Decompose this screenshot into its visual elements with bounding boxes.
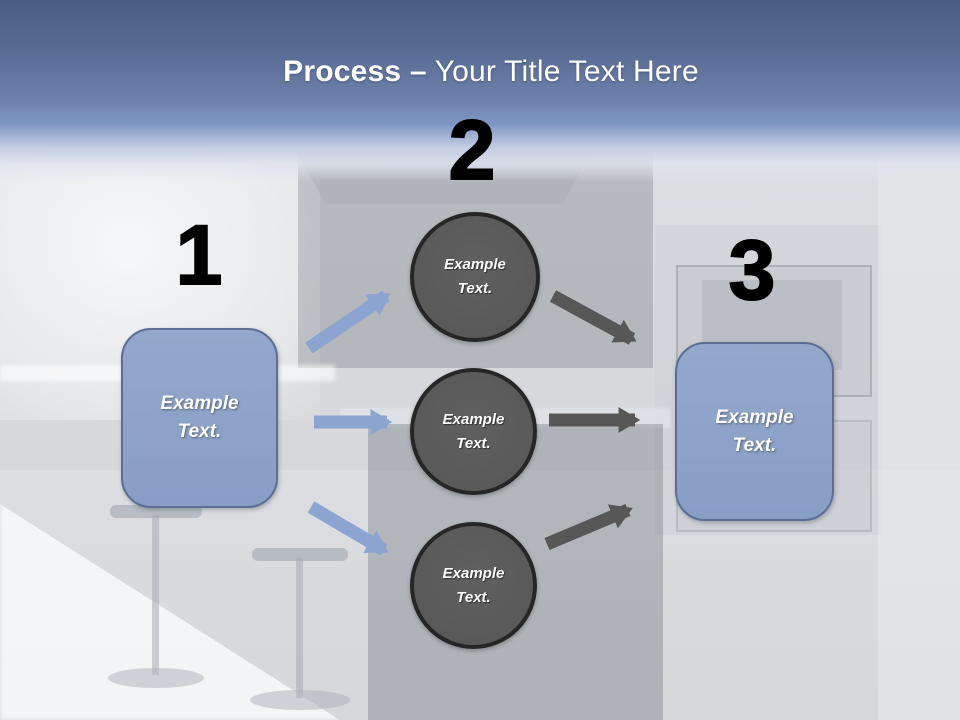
bar-stool-base bbox=[108, 668, 204, 688]
gray-arrow-bottom bbox=[544, 504, 633, 550]
step-number-1[interactable]: 1 bbox=[175, 208, 224, 302]
bar-stool-seat bbox=[252, 548, 348, 561]
process-box-3-label: Example Text. bbox=[715, 406, 794, 456]
step-number-3[interactable]: 3 bbox=[728, 223, 777, 317]
step-number-2[interactable]: 2 bbox=[448, 103, 497, 197]
title-emphasis: Process – bbox=[283, 55, 427, 88]
bar-stool-base bbox=[250, 690, 350, 710]
process-circle-3-label: Example Text. bbox=[442, 564, 505, 606]
blue-arrow-top bbox=[305, 290, 391, 354]
process-box-1[interactable]: Example Text. bbox=[121, 328, 278, 508]
kitchen-right-panel bbox=[878, 130, 960, 720]
title-rest: Your Title Text Here bbox=[426, 55, 699, 88]
range-hood-highlight bbox=[282, 132, 606, 138]
blue-arrow-bottom bbox=[307, 501, 389, 556]
process-box-3[interactable]: Example Text. bbox=[675, 342, 834, 521]
process-circle-1[interactable]: Example Text. bbox=[410, 212, 540, 342]
process-box-1-label: Example Text. bbox=[160, 393, 239, 442]
process-circle-3[interactable]: Example Text. bbox=[410, 522, 537, 649]
range-hood-shape bbox=[288, 136, 600, 204]
slide-title[interactable]: Process – Your Title Text Here bbox=[0, 54, 960, 90]
gray-arrow-top bbox=[549, 290, 637, 345]
floor-light-reflection bbox=[0, 504, 340, 720]
bar-stool-pole bbox=[152, 515, 159, 675]
process-circle-2[interactable]: Example Text. bbox=[410, 368, 537, 495]
bar-stool-pole bbox=[296, 558, 303, 698]
process-circle-1-label: Example Text. bbox=[444, 256, 506, 297]
process-circle-2-label: Example Text. bbox=[442, 410, 505, 452]
